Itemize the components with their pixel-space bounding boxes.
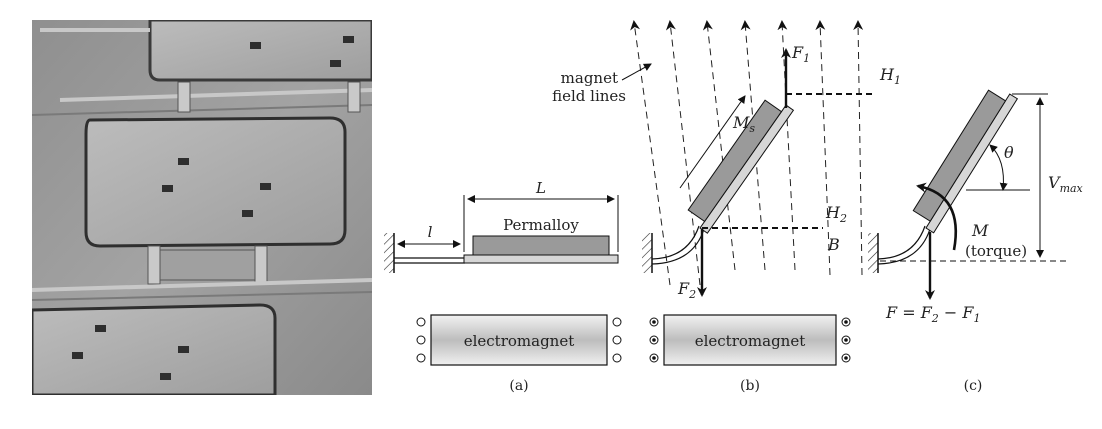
- theta-label: θ: [1004, 143, 1014, 162]
- electromagnet-label-a: electromagnet: [464, 332, 575, 350]
- field-lines: [630, 20, 864, 286]
- anchor-wall-c: [868, 233, 878, 273]
- panel-a: Permalloy L l electromagnet (a): [384, 179, 622, 394]
- h1-label: H1: [879, 65, 901, 87]
- caption-a: (a): [509, 378, 528, 394]
- tilted-plate-b: [687, 99, 795, 234]
- vmax-label: Vmax: [1048, 173, 1084, 195]
- b-label: B: [827, 235, 840, 254]
- plate-a: [463, 254, 619, 264]
- top-plate: [148, 20, 372, 82]
- field-lines-pointer: [621, 63, 652, 81]
- torque-arc: [916, 182, 958, 251]
- force2-label: F2: [677, 279, 696, 301]
- magnetization-label: Ms: [732, 113, 755, 135]
- magnetization-arrow: [679, 95, 746, 189]
- panel-c: Vmax θ M (torque) F = F2 − F1 (c): [868, 89, 1084, 394]
- coil-circles-b: [649, 317, 851, 363]
- small-length-label: l: [428, 223, 433, 241]
- field-lines-label-1: magnet: [561, 69, 618, 87]
- permalloy-label: Permalloy: [503, 216, 579, 234]
- electromagnet-b: [663, 314, 837, 366]
- anchor-wall-a: [384, 233, 394, 273]
- caption-b: (b): [740, 378, 760, 394]
- length-label: L: [535, 179, 546, 197]
- field-lines-label-2: field lines: [552, 87, 626, 105]
- bottom-plate: [32, 303, 277, 395]
- anchor-wall-b: [642, 233, 652, 273]
- caption-c: (c): [964, 378, 983, 394]
- tilted-plate-c: [912, 89, 1019, 234]
- torque-label: M: [971, 221, 989, 240]
- force-equation: F = F2 − F1: [885, 303, 980, 325]
- force1-label: F1: [791, 43, 810, 65]
- panel-b: magnet field lines Ms F1 H1 H2: [552, 20, 901, 394]
- electromagnet-label-b: electromagnet: [695, 332, 806, 350]
- theta-arc: [989, 144, 1008, 191]
- torque-desc: (torque): [965, 242, 1027, 260]
- middle-plate: [84, 116, 347, 248]
- h2-label: H2: [825, 203, 847, 225]
- electromagnet-a: [430, 314, 608, 366]
- permalloy-block-a: [472, 235, 610, 256]
- micrograph-photo: [32, 20, 372, 395]
- coil-circles-a: [416, 317, 622, 363]
